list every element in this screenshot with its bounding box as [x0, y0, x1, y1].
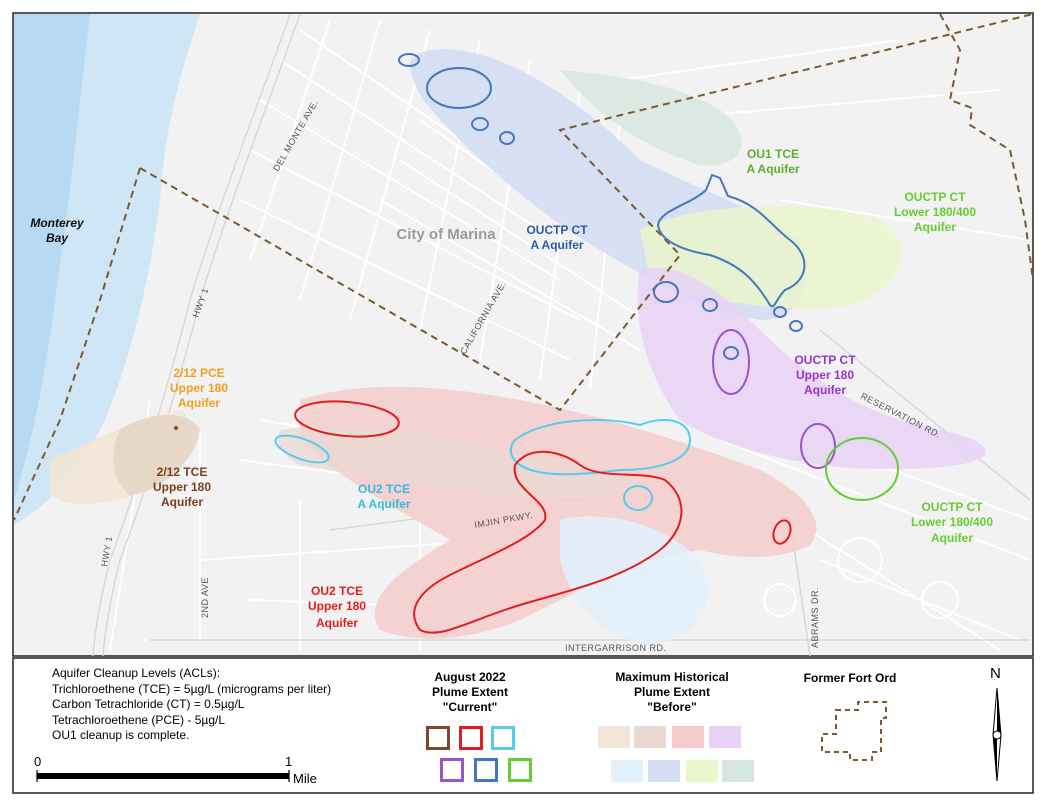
label-line: Aquifer	[804, 383, 846, 397]
hist-plume-ou2-tce-a	[278, 425, 640, 498]
legend-before-title-1: Maximum Historical	[615, 670, 729, 684]
current-ou2-tce-upper	[294, 400, 792, 634]
north-label: N	[990, 665, 1001, 682]
city-label: City of Marina	[396, 226, 496, 243]
label-line: A Aquifer	[357, 497, 410, 511]
acl-ou1: OU1 cleanup is complete.	[52, 728, 190, 742]
legend-current: August 2022 Plume Extent "Current"	[405, 670, 535, 715]
label-line: Lower 180/400	[894, 205, 976, 219]
label-line: Aquifer	[316, 616, 358, 630]
label-line: A Aquifer	[530, 238, 583, 252]
plume-label-ou2-tce-a: OU2 TCE A Aquifer	[357, 482, 410, 511]
fort-ord-legend-symbol	[821, 701, 887, 761]
plume-label-212-pce: 2/12 PCE Upper 180 Aquifer	[170, 366, 228, 410]
swatch-before-ou1	[722, 760, 754, 782]
scale-bar-fill	[37, 773, 289, 779]
swatch-before-ouctp-a	[648, 760, 680, 782]
acl-ct: Carbon Tetrachloride (CT) = 0.5µg/L	[52, 697, 245, 711]
plume-label-ouctp-ct-lower-bottom: OUCTP CT Lower 180/400 Aquifer	[911, 500, 993, 545]
hist-plume-ouctp-lower-top	[640, 206, 902, 309]
fort-ord-boundary	[139, 13, 1034, 412]
legend-before-title-3: "Before"	[647, 700, 697, 714]
scale-bar	[36, 770, 290, 782]
label-line: Upper 180	[170, 381, 228, 395]
current-ouctp-ct-a	[398, 53, 806, 360]
plume-label-212-tce: 2/12 TCE Upper 180 Aquifer	[153, 465, 211, 509]
label-line: Lower 180/400	[911, 515, 993, 529]
road-label-intergarrison: INTERGARRISON RD.	[565, 643, 667, 653]
legend-current-title-3: "Current"	[442, 700, 498, 714]
hist-plume-ouctp-upper180	[637, 268, 986, 469]
legend-before-title-2: Plume Extent	[633, 685, 711, 699]
road-label-2nd-ave: 2ND AVE	[200, 577, 210, 618]
acl-tce: Trichloroethene (TCE) = 5µg/L (microgram…	[52, 681, 332, 696]
legend-fort-ord-title: Former Fort Ord	[803, 671, 897, 685]
legend-current-title-2: Plume Extent	[431, 685, 509, 699]
label-line: Upper 180	[308, 599, 366, 613]
label-line: OUCTP CT	[921, 500, 983, 514]
plume-label-ou1-tce: OU1 TCE A Aquifer	[746, 147, 799, 176]
plume-label-ouctp-ct-a: OUCTP CT A Aquifer	[526, 223, 588, 252]
acl-pce: Tetrachloroethene (PCE) - 5µg/L	[52, 712, 225, 727]
label-line: Aquifer	[178, 396, 220, 410]
current-plumes	[174, 53, 899, 634]
swatch-current-ou2-upper	[459, 726, 483, 750]
legend-before: Maximum Historical Plume Extent "Before"	[592, 670, 752, 715]
legend-fort-ord: Former Fort Ord	[790, 671, 910, 686]
scale-start: 0	[34, 754, 42, 769]
hist-plume-ou1-tce	[560, 70, 742, 166]
acl-notes: Aquifer Cleanup Levels (ACLs): Trichloro…	[52, 666, 331, 744]
plume-label-ouctp-ct-upper180: OUCTP CT Upper 180 Aquifer	[794, 353, 856, 397]
plume-label-ou2-tce-upper: OU2 TCE Upper 180 Aquifer	[308, 584, 366, 630]
hist-plume-212-core	[113, 415, 200, 495]
water-label-line1: Monterey	[30, 216, 85, 230]
legend-current-title-1: August 2022	[434, 670, 506, 684]
swatch-current-ouctp-lower	[508, 758, 532, 782]
label-line: OUCTP CT	[526, 223, 588, 237]
road-label-abrams: ABRAMS DR.	[810, 587, 820, 648]
label-line: 2/12 TCE	[157, 465, 208, 479]
label-line: 2/12 PCE	[173, 366, 224, 380]
current-ouctp-ct-upper180	[712, 329, 836, 469]
label-line: Aquifer	[931, 531, 973, 545]
legend-frame	[12, 657, 1034, 794]
acl-title: Aquifer Cleanup Levels (ACLs):	[52, 666, 221, 680]
current-212-pce-point	[174, 426, 178, 430]
swatch-current-212	[426, 726, 450, 750]
swatch-before-ou2-upper	[672, 726, 704, 748]
scale-unit: Mile	[293, 771, 317, 786]
label-line: Aquifer	[914, 220, 956, 234]
label-line: OU2 TCE	[311, 584, 363, 598]
swatch-before-212	[598, 726, 630, 748]
label-line: OU1 TCE	[747, 147, 799, 161]
swatch-current-ou2-a	[491, 726, 515, 750]
water-label-line2: Bay	[46, 231, 69, 245]
plume-label-ouctp-ct-lower-top: OUCTP CT Lower 180/400 Aquifer	[894, 190, 976, 234]
label-line: OU2 TCE	[358, 482, 410, 496]
label-line: A Aquifer	[746, 162, 799, 176]
swatch-current-ouctp-upper	[440, 758, 464, 782]
north-arrow-icon	[992, 687, 1002, 782]
swatch-current-ouctp-a	[474, 758, 498, 782]
current-ou2-tce-a	[274, 419, 692, 511]
label-line: OUCTP CT	[904, 190, 966, 204]
swatch-before-ouctp-lower-bottom	[611, 760, 643, 782]
current-ouctp-ct-lower	[825, 437, 899, 501]
swatch-before-ouctp-lower-top	[686, 760, 718, 782]
label-line: Upper 180	[153, 480, 211, 494]
swatch-before-ouctp-upper	[709, 726, 741, 748]
swatch-before-ou2-a	[634, 726, 666, 748]
hist-plume-ouctp-lower-bottom	[560, 516, 708, 645]
label-line: OUCTP CT	[794, 353, 856, 367]
scale-end: 1	[285, 754, 293, 769]
bay-deep-water	[14, 14, 90, 500]
label-line: Aquifer	[161, 495, 203, 509]
label-line: Upper 180	[796, 368, 854, 382]
